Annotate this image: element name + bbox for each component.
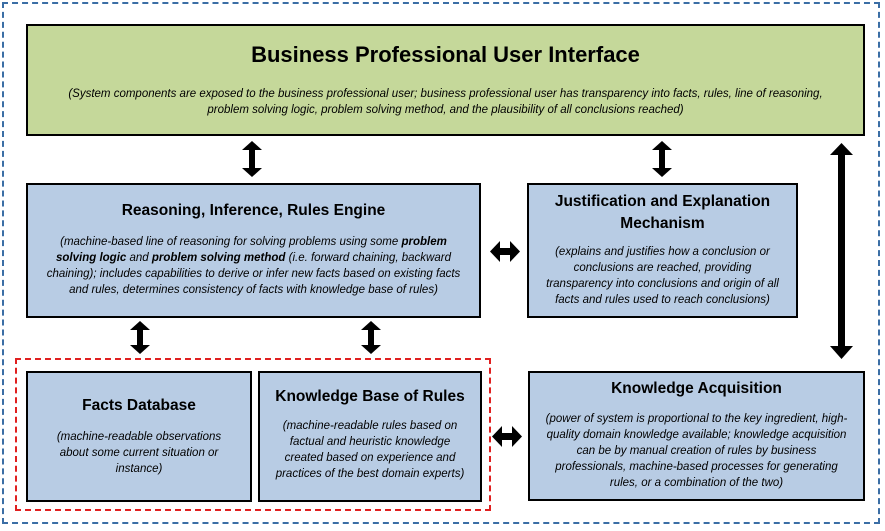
knowledge-base-box: Knowledge Base of Rules (machine-readabl… <box>258 371 482 502</box>
kb-title: Knowledge Base of Rules <box>275 388 465 405</box>
knowledge-store-group <box>15 358 491 511</box>
arrow-kb-acquisition <box>492 426 522 447</box>
ui-desc: (System components are exposed to the bu… <box>68 88 823 116</box>
arrow-ui-justification <box>652 141 672 177</box>
arrow-ui-acquisition <box>830 143 853 359</box>
knowledge-acquisition-box: Knowledge Acquisition (power of system i… <box>528 371 865 501</box>
arrow-ui-reasoning <box>242 141 262 177</box>
arrow-reasoning-justification <box>490 241 520 262</box>
kb-desc: (machine-readable rules based on factual… <box>275 420 465 480</box>
facts-desc: (machine-readable observations about som… <box>56 431 222 475</box>
ui-title: Business Professional User Interface <box>251 42 640 67</box>
reasoning-engine-box: Reasoning, Inference, Rules Engine (mach… <box>26 183 481 318</box>
acquisition-title: Knowledge Acquisition <box>611 380 782 397</box>
facts-database-box: Facts Database (machine-readable observa… <box>26 371 252 502</box>
facts-title: Facts Database <box>82 397 196 414</box>
justification-desc: (explains and justifies how a conclusion… <box>546 246 779 306</box>
ui-box: Business Professional User Interface (Sy… <box>26 24 865 136</box>
arrow-reasoning-facts <box>130 321 150 354</box>
acquisition-desc: (power of system is proportional to the … <box>545 413 848 489</box>
justification-box: Justification and Explanation Mechanism … <box>527 183 798 318</box>
justification-title: Justification and Explanation Mechanism <box>554 193 771 232</box>
arrow-reasoning-kb <box>361 321 381 354</box>
reasoning-title: Reasoning, Inference, Rules Engine <box>121 202 386 219</box>
system-boundary <box>2 2 880 524</box>
reasoning-desc: (machine-based line of reasoning for sol… <box>46 236 461 296</box>
